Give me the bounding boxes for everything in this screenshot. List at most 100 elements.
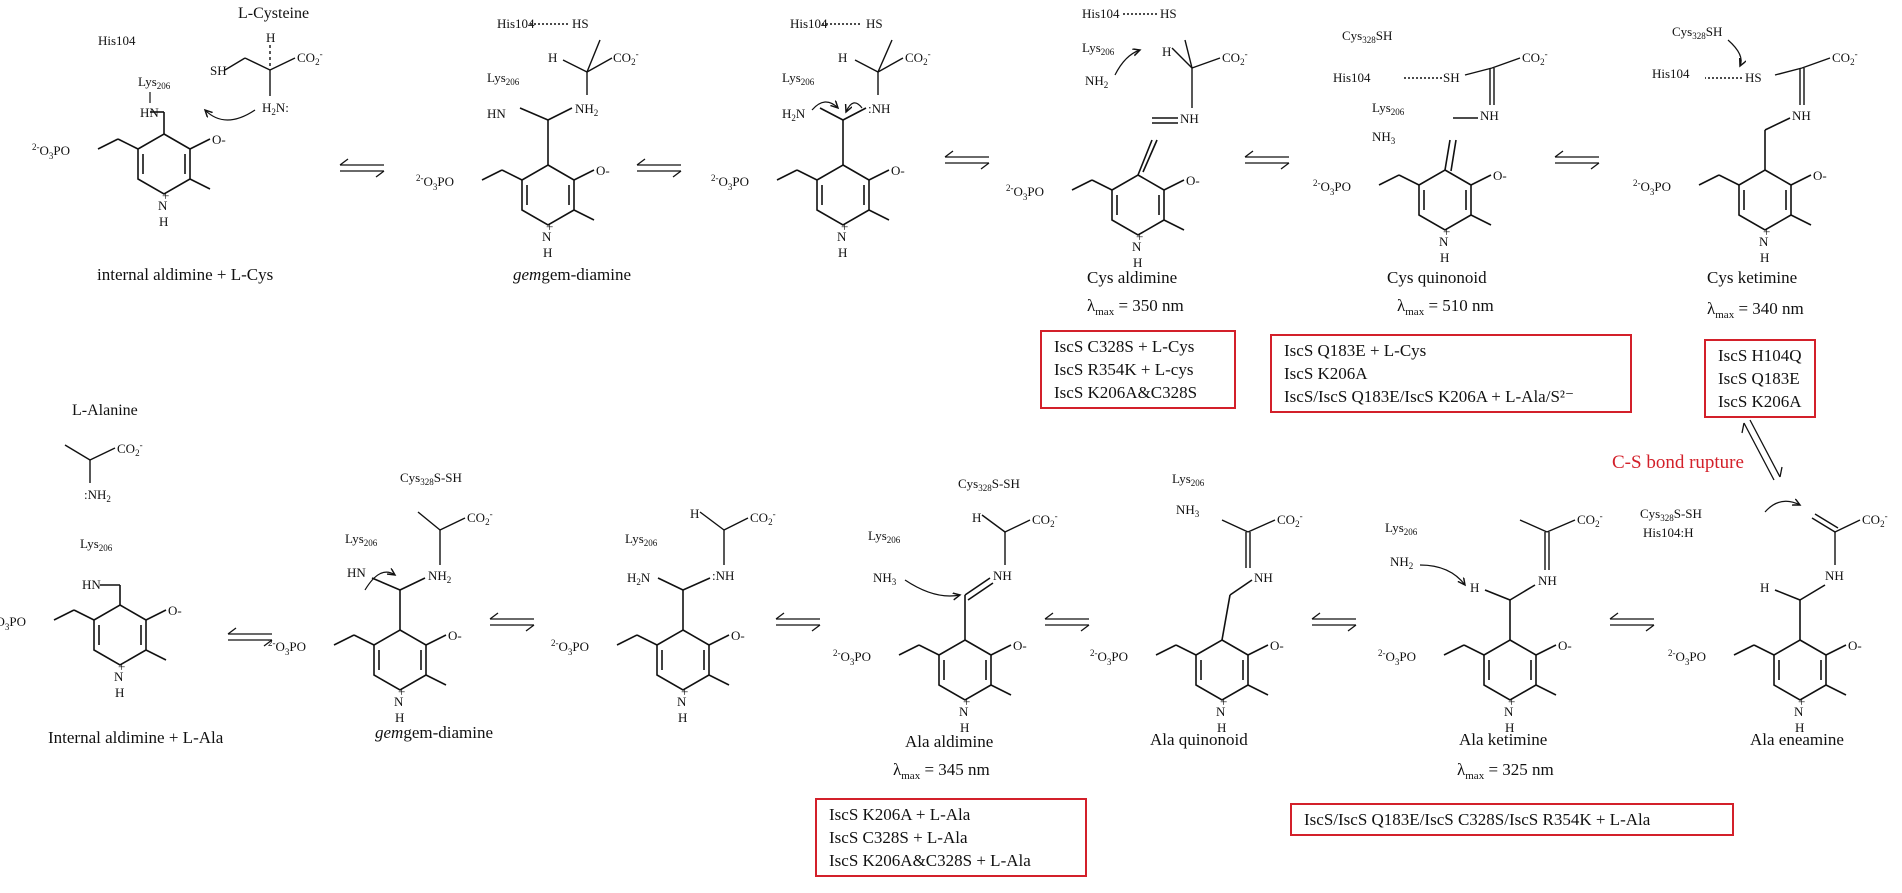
svg-text:NH2: NH2: [575, 101, 598, 118]
svg-text:CO2-: CO2-: [1522, 49, 1548, 67]
structure-ala-eneamine: NH H CO2- Cys328S-SH His104:H: [1640, 501, 1888, 736]
structure-gem-diamine-ala: HN Lys206 NH2 CO2- Cys328S-SH: [267, 470, 493, 726]
his104-label: His104: [98, 33, 136, 48]
structure-internal-aldimine-ala: CO2- :NH2 HN Lys206: [0, 440, 183, 701]
svg-text:H: H: [972, 510, 981, 525]
lambda-ala-ketimine: λmax = 325 nm: [1457, 760, 1554, 782]
svg-text:CO2-: CO2-: [117, 440, 143, 458]
svg-text:CO2-: CO2-: [297, 49, 323, 67]
structure-gem-diamine-cys: HN Lys206 NH2 H CO2- His104 HS: [415, 16, 639, 261]
caption-ala-eneamine: Ala eneamine: [1750, 730, 1844, 749]
svg-text:HN: HN: [487, 106, 506, 121]
svg-text:CO2-: CO2-: [1277, 511, 1303, 529]
svg-text:HN: HN: [347, 565, 366, 580]
svg-text:HS: HS: [1160, 6, 1177, 21]
svg-text:NH: NH: [1480, 108, 1499, 123]
svg-text:His104: His104: [1652, 66, 1690, 81]
structure-gem-diamine-2-cys: H2N Lys206 :NH H CO2- His104 HS: [710, 16, 931, 261]
svg-text:NH3: NH3: [873, 570, 897, 587]
svg-text:NH: NH: [1180, 111, 1199, 126]
l-alanine-label: L-Alanine: [72, 402, 138, 419]
svg-text:NH: NH: [1825, 568, 1844, 583]
mutant-box-cys-ketimine: IscS H104Q IscS Q183E IscS K206A: [1704, 339, 1816, 418]
svg-text:Lys206: Lys206: [868, 528, 901, 545]
svg-text:H2N: H2N: [627, 570, 651, 587]
caption-gem-diamine-ala: gemgem-diamine: [375, 723, 493, 742]
structure-cys-ketimine: NH CO2- Cys328SH His104 HS: [1632, 24, 1858, 266]
svg-text:H: H: [1162, 44, 1171, 59]
svg-text:Lys206: Lys206: [345, 531, 378, 548]
svg-text:Lys206: Lys206: [625, 531, 658, 548]
svg-text:His104: His104: [790, 16, 828, 31]
svg-text:His104:H: His104:H: [1643, 525, 1694, 540]
svg-text:CO2-: CO2-: [750, 509, 776, 527]
svg-text:CO2-: CO2-: [1222, 49, 1248, 67]
svg-text:CO2-: CO2-: [1862, 511, 1888, 529]
structure-cys-aldimine: NH H CO2- His104 HS Lys206 NH2: [1005, 6, 1248, 271]
svg-text:H: H: [838, 50, 847, 65]
lambda-cys-ketimine: λmax = 340 nm: [1707, 299, 1804, 321]
svg-text:H2N: H2N: [782, 106, 806, 123]
svg-text:Lys206: Lys206: [80, 536, 113, 553]
svg-text::NH2: :NH2: [84, 487, 111, 504]
svg-text:SH: SH: [210, 63, 227, 78]
svg-text:NH: NH: [1254, 570, 1273, 585]
caption-gem-diamine-cys: gemgem-diamine: [513, 265, 631, 284]
svg-text:Lys206: Lys206: [782, 70, 815, 87]
svg-text:NH: NH: [1792, 108, 1811, 123]
svg-text:Lys206: Lys206: [138, 74, 171, 91]
mutant-box-ala-aldimine: IscS K206A + L-Ala IscS C328S + L-Ala Is…: [815, 798, 1087, 877]
svg-text:HS: HS: [572, 16, 589, 31]
svg-text:His104: His104: [497, 16, 535, 31]
lambda-ala-aldimine: λmax = 345 nm: [893, 760, 990, 782]
svg-text:Cys328S-SH: Cys328S-SH: [958, 476, 1020, 493]
svg-text:NH3: NH3: [1176, 502, 1200, 519]
svg-text:NH: NH: [993, 568, 1012, 583]
svg-text:Cys328S-SH: Cys328S-SH: [1640, 506, 1702, 523]
svg-text:CO2-: CO2-: [1032, 511, 1058, 529]
svg-text:NH2: NH2: [1085, 73, 1108, 90]
caption-cys-aldimine: Cys aldimine: [1087, 268, 1177, 287]
structure-internal-aldimine-cys: HN Lys206 SH CO2- H2N: H: [31, 30, 323, 230]
structure-ala-aldimine: NH H CO2- Cys328S-SH Lys206 NH3: [832, 476, 1058, 736]
caption-internal-aldimine-ala: Internal aldimine + L-Ala: [48, 728, 224, 747]
caption-cys-ketimine: Cys ketimine: [1707, 268, 1797, 287]
svg-text:H: H: [266, 30, 275, 45]
svg-text:SH: SH: [1443, 70, 1460, 85]
svg-text:His104: His104: [1333, 70, 1371, 85]
mutant-box-cys-aldimine: IscS C328S + L-Cys IscS R354K + L-cys Is…: [1040, 330, 1236, 409]
svg-text:NH2: NH2: [428, 568, 451, 585]
svg-text:HS: HS: [866, 16, 883, 31]
caption-ala-ketimine: Ala ketimine: [1459, 730, 1547, 749]
svg-text::NH: :NH: [712, 568, 734, 583]
caption-ala-quinonoid: Ala quinonoid: [1150, 730, 1248, 749]
l-cysteine-label: L-Cysteine: [238, 5, 309, 22]
svg-text:Cys328SH: Cys328SH: [1342, 28, 1392, 45]
caption-cys-quinonoid: Cys quinonoid: [1387, 268, 1487, 287]
svg-text:Cys328S-SH: Cys328S-SH: [400, 470, 462, 487]
svg-text:NH: NH: [1538, 573, 1557, 588]
svg-text:H: H: [1470, 580, 1479, 595]
svg-text:H: H: [548, 50, 557, 65]
svg-text:CO2-: CO2-: [613, 49, 639, 67]
lambda-cys-quinonoid: λmax = 510 nm: [1397, 296, 1494, 318]
caption-ala-aldimine: Ala aldimine: [905, 732, 993, 751]
mutant-box-ala-ketimine: IscS/IscS Q183E/IscS C328S/IscS R354K + …: [1290, 803, 1734, 836]
caption-internal-aldimine-cys: internal aldimine + L-Cys: [97, 265, 273, 284]
bond-rupture-label: C-S bond rupture: [1612, 452, 1744, 473]
structure-ala-ketimine: NH H CO2- Lys206 NH2: [1377, 511, 1603, 736]
structure-ala-quinonoid: NH CO2- Lys206 NH3: [1089, 471, 1303, 736]
svg-text:Lys206: Lys206: [1172, 471, 1205, 488]
svg-text:NH2: NH2: [1390, 554, 1413, 571]
svg-text:Lys206: Lys206: [487, 70, 520, 87]
svg-text:Lys206: Lys206: [1082, 40, 1115, 57]
mutant-box-cys-quinonoid: IscS Q183E + L-Cys IscS K206A IscS/IscS …: [1270, 334, 1632, 413]
svg-text:HS: HS: [1745, 70, 1762, 85]
svg-text:NH3: NH3: [1372, 129, 1396, 146]
svg-text:H: H: [1760, 580, 1769, 595]
svg-text:H2N:: H2N:: [262, 100, 289, 117]
svg-text:CO2-: CO2-: [1832, 49, 1858, 67]
svg-text::NH: :NH: [868, 101, 890, 116]
bond-rupture-equilibrium-arrow: [1741, 419, 1783, 481]
